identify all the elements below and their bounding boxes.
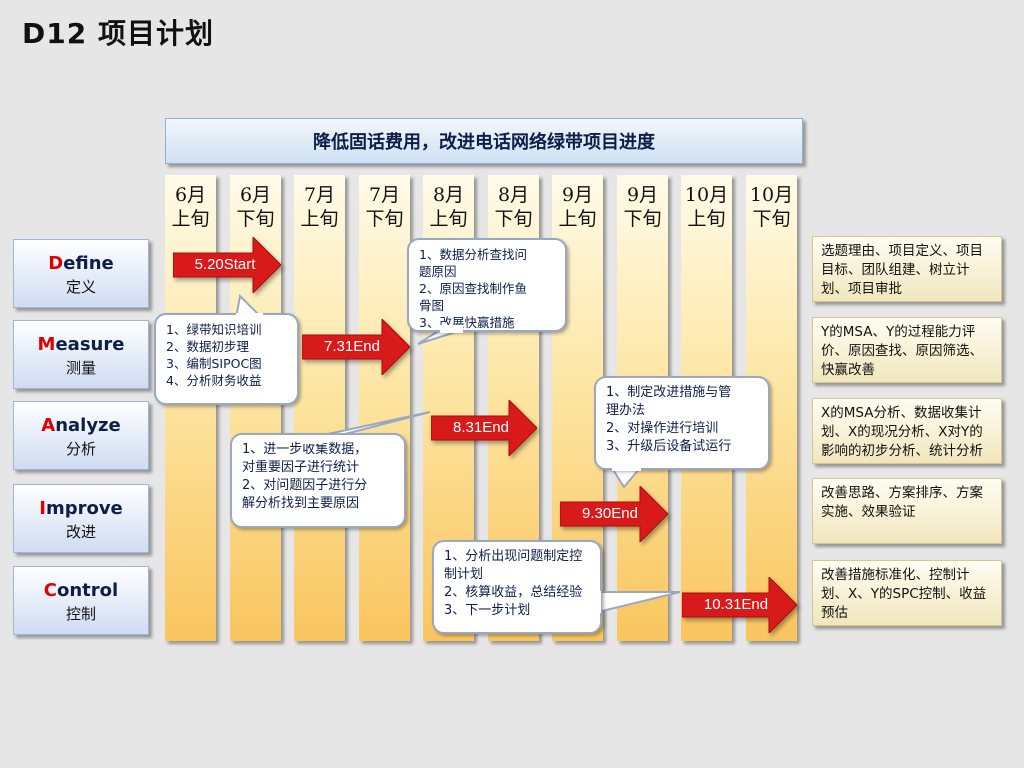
phase-initial: A <box>41 415 56 436</box>
bubble-line: 2、数据初步理 <box>166 339 249 354</box>
column-period: 下旬 <box>752 208 791 230</box>
column-month: 9月 <box>626 184 659 206</box>
timeline-column: 7月下旬 <box>359 175 410 641</box>
measure-description: Y的MSA、Y的过程能力评价、原因查找、原因筛选、快赢改善 <box>812 317 1002 383</box>
milestone-label: 10.31End <box>703 596 769 613</box>
milestone-arrow-improve-end: 9.30End <box>560 486 668 542</box>
column-period: 上旬 <box>687 208 726 230</box>
phase-name-cn: 分析 <box>65 440 96 458</box>
right-arrow-icon <box>173 237 281 293</box>
bubble-line: 3、升级后设备试运行 <box>606 439 732 454</box>
project-banner: 降低固话费用，改进电话网络绿带项目进度 <box>165 118 803 164</box>
right-arrow-icon <box>431 400 537 456</box>
control-tasks-bubble: 1、分析出现问题制定控 制计划 2、核算收益，总结经验 3、下一步计划 <box>432 540 602 634</box>
phase-initial: D <box>48 253 64 274</box>
phase-define: Define 定义 <box>13 239 149 308</box>
column-month: 8月 <box>497 184 530 206</box>
column-month: 7月 <box>303 184 336 206</box>
right-arrow-icon <box>682 577 797 633</box>
phase-name-cn: 测量 <box>65 359 96 377</box>
bubble-line: 1、制定改进措施与管 <box>606 385 732 400</box>
milestone-arrow-analyze-end: 8.31End <box>431 400 537 456</box>
bubble-line: 3、编制SIPOC图 <box>166 356 262 371</box>
phase-measure: Measure 测量 <box>13 320 149 389</box>
bubble-line: 理办法 <box>606 403 646 418</box>
bubble-line: 解分析找到主要原因 <box>242 496 360 511</box>
phase-name-en: mprove <box>45 498 123 519</box>
phase-initial: I <box>39 498 46 519</box>
analyze-description: X的MSA分析、数据收集计划、X的现况分析、X对Y的影响的初步分析、统计分析 <box>812 398 1002 464</box>
slide-title: D12 项目计划 <box>22 17 214 50</box>
milestone-label: 7.31End <box>324 338 380 355</box>
phase-name-cn: 控制 <box>65 605 96 623</box>
bubble-line: 4、分析财务收益 <box>166 373 262 388</box>
phase-control: Control 控制 <box>13 566 149 635</box>
timeline-column: 7月上旬 <box>294 175 345 641</box>
column-period: 上旬 <box>429 208 468 230</box>
column-period: 下旬 <box>236 208 275 230</box>
bubble-line: 题原因 <box>419 264 457 279</box>
right-arrow-icon <box>560 486 668 542</box>
column-period: 下旬 <box>623 208 662 230</box>
bubble-line: 1、进一步收集数据， <box>242 442 368 457</box>
bubble-line: 对重要因子进行统计 <box>242 460 360 475</box>
bubble-line: 3、下一步计划 <box>444 603 531 618</box>
column-month: 7月 <box>368 184 401 206</box>
right-arrow-icon <box>302 319 410 375</box>
improve-tasks-bubble: 1、制定改进措施与管 理办法 2、对操作进行培训 3、升级后设备试运行 <box>594 376 770 470</box>
control-description: 改善措施标准化、控制计划、X、Y的SPC控制、收益预估 <box>812 560 1002 626</box>
bubble-line: 1、分析出现问题制定控 <box>444 549 583 564</box>
bubble-line: 2、对操作进行培训 <box>606 421 719 436</box>
column-period: 下旬 <box>365 208 404 230</box>
bubble-line: 骨图 <box>419 298 445 313</box>
phase-name-en: efine <box>63 253 114 274</box>
column-period: 上旬 <box>558 208 597 230</box>
column-month: 10月 <box>749 184 794 206</box>
measure-tasks-bubble: 1、数据分析查找问 题原因 2、原因查找制作鱼 骨图 3、改展快赢措施 <box>407 238 567 332</box>
define-tasks-bubble: 1、绿带知识培训 2、数据初步理 3、编制SIPOC图 4、分析财务收益 <box>154 313 299 405</box>
milestone-label: 5.20Start <box>194 256 256 273</box>
phase-name-cn: 改进 <box>65 523 96 541</box>
column-period: 上旬 <box>300 208 339 230</box>
phase-initial: C <box>43 580 57 601</box>
milestone-label: 9.30End <box>582 505 638 522</box>
column-period: 下旬 <box>494 208 533 230</box>
define-description: 选题理由、项目定义、项目目标、团队组建、树立计划、项目审批 <box>812 236 1002 302</box>
milestone-arrow-measure-end: 7.31End <box>302 319 410 375</box>
phase-analyze: Analyze 分析 <box>13 401 149 470</box>
bubble-line: 1、绿带知识培训 <box>166 322 262 337</box>
column-month: 10月 <box>684 184 729 206</box>
bubble-line: 2、对问题因子进行分 <box>242 478 368 493</box>
phase-name-cn: 定义 <box>65 278 96 296</box>
phase-initial: M <box>37 334 56 355</box>
analyze-tasks-bubble: 1、进一步收集数据， 对重要因子进行统计 2、对问题因子进行分 解分析找到主要原… <box>230 433 406 528</box>
phase-name-en: ontrol <box>57 580 119 601</box>
milestone-arrow-start: 5.20Start <box>173 237 281 293</box>
improve-description: 改善思路、方案排序、方案实施、效果验证 <box>812 478 1002 544</box>
milestone-arrow-control-end: 10.31End <box>682 577 797 633</box>
column-month: 6月 <box>239 184 272 206</box>
phase-name-en: easure <box>55 334 125 355</box>
bubble-line: 制计划 <box>444 567 484 582</box>
column-month: 6月 <box>174 184 207 206</box>
bubble-line: 1、数据分析查找问 <box>419 247 527 262</box>
bubble-line: 2、核算收益，总结经验 <box>444 585 583 600</box>
milestone-label: 8.31End <box>453 419 509 436</box>
phase-improve: Improve 改进 <box>13 484 149 553</box>
bubble-line: 2、原因查找制作鱼 <box>419 281 527 296</box>
column-month: 8月 <box>432 184 465 206</box>
column-month: 9月 <box>561 184 594 206</box>
column-period: 上旬 <box>171 208 210 230</box>
phase-name-en: nalyze <box>55 415 121 436</box>
